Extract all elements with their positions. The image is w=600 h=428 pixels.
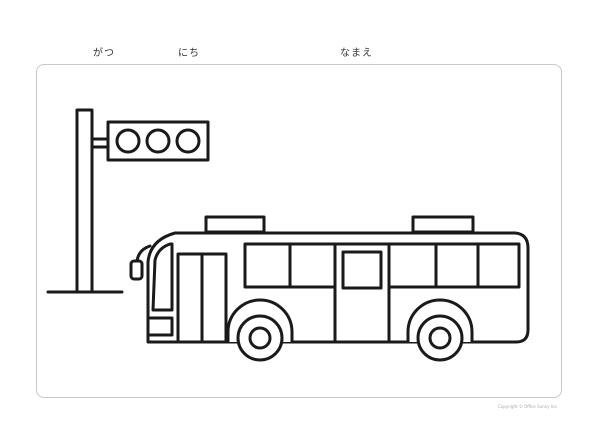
copyright-text: Copyright © Office Sunny Inc. (498, 404, 559, 409)
month-label: がつ (93, 48, 115, 59)
headlight (146, 316, 174, 337)
side-mirror (129, 259, 144, 281)
traffic-light (46, 108, 210, 294)
window-band-right (387, 242, 521, 289)
middle-door-window (341, 250, 383, 290)
drawing-frame (36, 64, 562, 398)
day-label: にち (178, 48, 200, 59)
roof-unit-front (204, 215, 266, 234)
roof-unit-rear (411, 215, 475, 234)
rear-wheel-hub (428, 326, 452, 350)
bus (129, 215, 530, 362)
name-label: なまえ (340, 48, 373, 59)
windshield (151, 242, 174, 312)
traffic-light-pole (75, 108, 94, 294)
signal-lamp-red (175, 128, 201, 154)
front-wheel-hub (248, 326, 272, 350)
signal-lamp-green (115, 128, 141, 154)
signal-lamp-yellow (145, 128, 171, 154)
